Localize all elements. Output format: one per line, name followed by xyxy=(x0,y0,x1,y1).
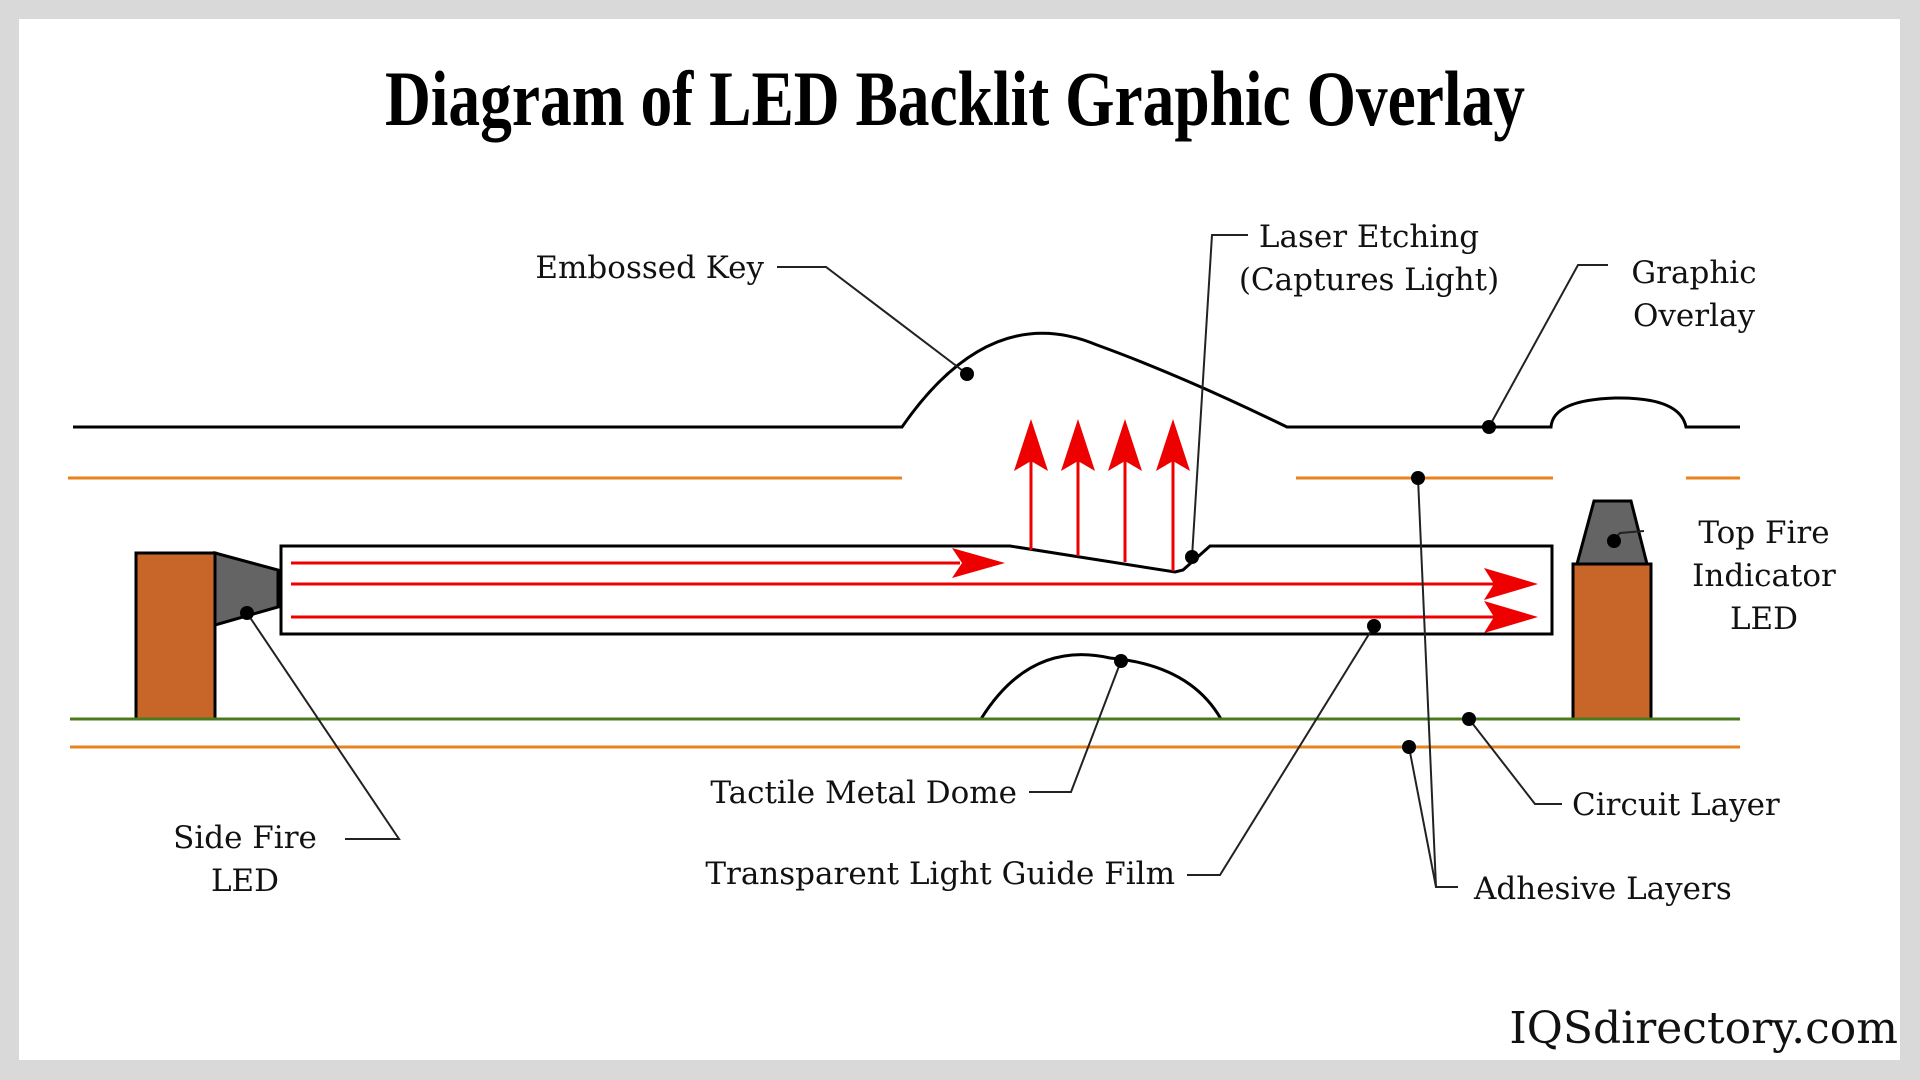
side-fire-led-lens xyxy=(213,551,280,627)
leader-light-guide xyxy=(1187,625,1375,876)
label-graphic-overlay-line2: Overlay xyxy=(1633,298,1755,334)
leader-tactile-dome xyxy=(1029,660,1122,793)
label-side-fire-line2: LED xyxy=(211,863,279,899)
label-top-fire-line3: LED xyxy=(1730,601,1798,637)
label-adhesive-layers: Adhesive Layers xyxy=(1473,871,1732,907)
label-top-fire-line1: Top Fire xyxy=(1698,515,1829,551)
anchor-dots xyxy=(240,367,1621,754)
page-title: Diagram of LED Backlit Graphic Overlay xyxy=(385,55,1525,142)
leader-adhesive-b xyxy=(1408,746,1437,888)
light-guide-film xyxy=(279,544,1554,636)
leader-laser-etching xyxy=(1191,234,1248,558)
label-side-fire-line1: Side Fire xyxy=(173,820,317,856)
brand-watermark: IQSdirectory.com xyxy=(1509,1003,1898,1054)
leader-lines xyxy=(246,234,1645,888)
upward-light-arrows xyxy=(1014,419,1190,571)
tactile-metal-dome xyxy=(979,653,1223,720)
leader-circuit xyxy=(1468,718,1562,805)
top-fire-led-body xyxy=(1571,562,1653,721)
label-embossed-key: Embossed Key xyxy=(535,250,764,286)
graphic-overlay-layer xyxy=(73,331,1740,429)
label-laser-etching-line2: (Captures Light) xyxy=(1239,262,1499,298)
label-tactile-metal-dome: Tactile Metal Dome xyxy=(710,775,1017,811)
label-laser-etching-line1: Laser Etching xyxy=(1259,219,1479,255)
label-graphic-overlay-line1: Graphic xyxy=(1631,255,1756,291)
side-fire-led-body xyxy=(134,551,217,721)
label-light-guide-film: Transparent Light Guide Film xyxy=(705,856,1175,892)
leader-side-fire xyxy=(246,612,401,840)
light-rays xyxy=(291,548,1538,633)
leader-graphic-overlay xyxy=(1488,264,1608,428)
leader-embossed-key xyxy=(777,266,968,375)
top-fire-led-lens xyxy=(1575,499,1649,566)
label-top-fire-line2: Indicator xyxy=(1692,558,1836,594)
label-circuit-layer: Circuit Layer xyxy=(1572,787,1780,823)
